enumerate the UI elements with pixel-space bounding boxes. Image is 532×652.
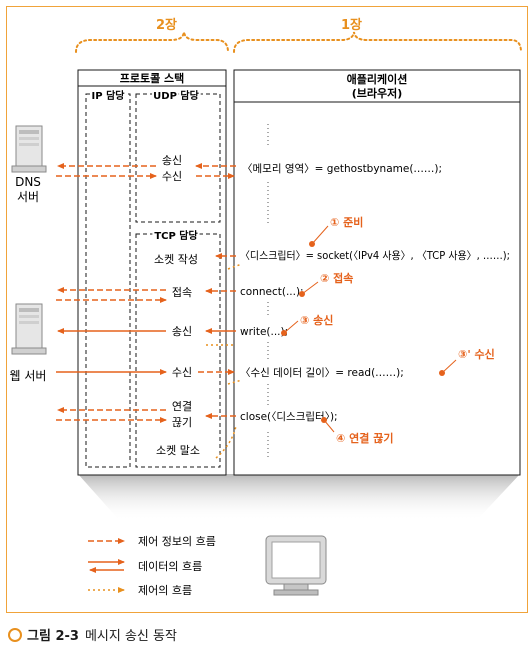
udp-label: UDP 담당 [153,89,199,102]
tcp-send: 송신 [172,325,192,338]
step-receive: ③' 수신 [439,347,495,376]
step-connect: ② 접속 [299,272,353,297]
caption-text: 메시지 송신 동작 [84,629,177,644]
protocol-stack-panel [77,69,227,476]
chapter2-brace [75,31,229,53]
chapter1-label: 1장 [341,17,362,33]
svg-text:데이터의 흐름: 데이터의 흐름 [138,560,202,573]
svg-text:③' 수신: ③' 수신 [458,347,495,361]
web-server-icon [11,303,47,355]
svg-text:② 접속: ② 접속 [320,272,353,285]
tcp-label: TCP 담당 [154,229,198,242]
svg-text:③ 송신: ③ 송신 [300,313,333,327]
application-panel [233,69,521,476]
svg-text:제어의 흐름: 제어의 흐름 [138,584,192,597]
step-disconnect: ④ 연결 끊기 [321,417,393,445]
legend-data: 데이터의 흐름 [88,559,202,573]
dns-server-label-line1: DNS [15,175,41,189]
app-title-line2: (브라우저) [352,86,403,100]
caption-bullet-icon [8,628,22,642]
dns-server-label-line2: 서버 [17,190,39,204]
legend-control-info: 제어 정보의 흐름 [88,535,216,548]
figure-caption: 그림 2-3 메시지 송신 동작 [8,625,177,644]
udp-send: 송신 [162,154,182,167]
control-flow-dots [206,263,243,459]
caption-number: 그림 2-3 [27,629,79,644]
protocol-diagram: 2장 1장 프로토콜 스택 IP 담당 UDP 담당 송신 수신 TCP 담당 … [10,17,522,597]
tcp-flow-arrows [56,253,236,423]
code-connect: connect(...); [240,286,304,298]
dns-server-icon [11,125,47,173]
dns-flow-arrows [56,163,236,179]
code-close: close(〈디스크립터〉); [240,410,338,423]
tcp-socket-create: 소켓 작성 [154,253,198,266]
udp-receive: 수신 [162,170,182,183]
code-read: 〈수신 데이터 길이〉= read(……); [240,366,404,379]
code-socket: 〈디스크립터〉= socket(〈IPv4 사용〉, 〈TCP 사용〉, ……)… [240,249,510,262]
tcp-close-line2: 끊기 [172,416,192,429]
chapter2-label: 2장 [156,17,177,33]
svg-text:④ 연결 끊기: ④ 연결 끊기 [336,431,393,445]
ip-label: IP 담당 [92,89,126,102]
protocol-stack-title: 프로토콜 스택 [120,71,185,85]
code-write: write(...); [240,326,288,338]
svg-text:① 준비: ① 준비 [330,215,363,229]
tcp-close-line1: 연결 [172,400,192,413]
udp-box [135,93,221,223]
ip-box [85,93,131,468]
app-title-line1: 애플리케이션 [347,72,408,86]
tcp-connect: 접속 [172,286,192,299]
tcp-box [135,233,221,468]
code-gethostbyname: 〈메모리 영역〉= gethostbyname(……); [242,163,442,175]
web-server-label: 웹 서버 [10,369,47,383]
step-prepare: ① 준비 [309,215,363,247]
computer-monitor-icon [265,535,327,596]
tcp-receive: 수신 [172,366,192,379]
svg-text:제어 정보의 흐름: 제어 정보의 흐름 [138,535,216,548]
panel-shadow [78,474,520,521]
tcp-socket-delete: 소켓 말소 [156,444,200,457]
chapter1-brace [233,31,522,53]
step-send: ③ 송신 [281,313,333,336]
legend-control: 제어의 흐름 [88,584,192,597]
